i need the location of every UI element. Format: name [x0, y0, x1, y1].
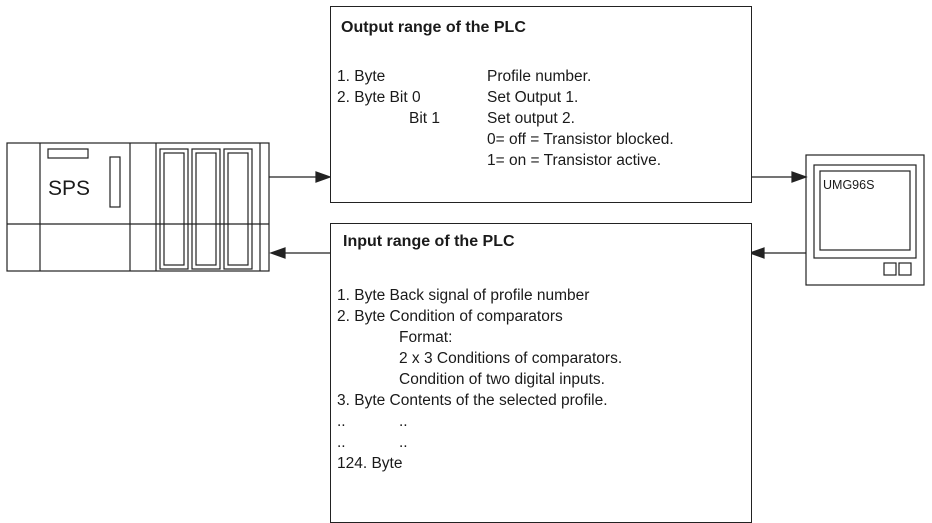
umg96s-device — [805, 154, 925, 286]
input-line-6: 3. Byte Contents of the selected profile… — [337, 392, 608, 409]
plc-unit — [6, 142, 270, 272]
input-line-7: .. — [337, 413, 346, 430]
output-range-title: Output range of the PLC — [341, 19, 526, 36]
input-line-8: .. — [399, 413, 408, 430]
output-row-5-value: 1= on = Transistor active. — [487, 152, 662, 169]
device-label: UMG96S — [823, 178, 875, 192]
output-row-2-value: Set Output 1. — [487, 89, 579, 106]
plc-label: SPS — [48, 177, 91, 200]
arrowhead-plc-to-output — [315, 171, 332, 183]
input-line-3: Format: — [399, 329, 453, 346]
input-line-1: 1. Byte Back signal of profile number — [337, 287, 590, 304]
arrowhead-input-to-plc — [269, 247, 286, 259]
arrowhead-device-to-input — [748, 247, 765, 259]
output-row-3-key: Bit 1 — [409, 110, 441, 127]
arrowhead-output-to-device — [791, 171, 808, 183]
input-line-10: .. — [399, 434, 408, 451]
input-line-5: Condition of two digital inputs. — [399, 371, 605, 388]
output-row-3-value: Set output 2. — [487, 110, 575, 127]
output-range-box: Output range of the PLC 1. Byte Profile … — [330, 6, 752, 203]
output-row-1-value: Profile number. — [487, 68, 592, 85]
input-range-title: Input range of the PLC — [343, 233, 515, 250]
input-line-11: 124. Byte — [337, 455, 403, 472]
output-row-4-value: 0= off = Transistor blocked. — [487, 131, 674, 148]
output-row-1-key: 1. Byte — [337, 68, 386, 85]
input-line-9: .. — [337, 434, 346, 451]
input-line-2: 2. Byte Condition of comparators — [337, 308, 563, 325]
output-row-2-key: 2. Byte Bit 0 — [337, 89, 421, 106]
input-line-4: 2 x 3 Conditions of comparators. — [399, 350, 623, 367]
input-range-box: Input range of the PLC 1. Byte Back sign… — [330, 223, 752, 523]
